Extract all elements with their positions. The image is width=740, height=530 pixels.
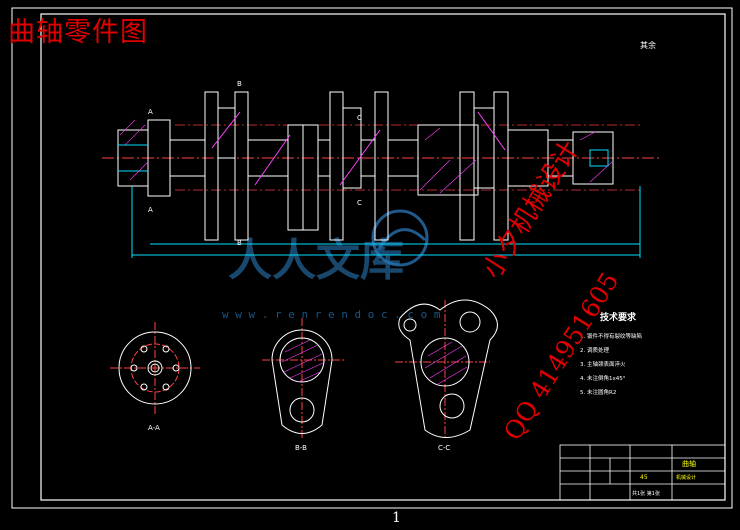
cut-marker-c: C	[357, 114, 362, 122]
watermark-url: w w w . r e n r e n d o c . c o m	[222, 308, 441, 321]
section-b-label: B-B	[295, 444, 307, 452]
title-block-material: 45	[640, 474, 648, 481]
cut-marker-a-2: A	[148, 206, 153, 214]
tech-requirements: 技术要求 1. 锻件不得有裂纹等缺陷 2. 调质处理 3. 主轴颈表面淬火 4.…	[580, 311, 642, 396]
section-c-view	[395, 299, 498, 440]
page-title: 曲轴零件图	[8, 17, 148, 48]
cut-marker-a: A	[148, 108, 153, 116]
title-block-school: 机械设计	[676, 474, 696, 481]
roughness-note: 其余	[640, 40, 656, 50]
page-number: 1	[392, 510, 401, 526]
tech-req-item: 1. 锻件不得有裂纹等缺陷	[580, 332, 642, 340]
section-c-label: C-C	[438, 444, 450, 452]
section-b-view	[262, 318, 345, 440]
title-block-part-name: 曲轴	[682, 459, 696, 468]
cut-marker-b: B	[237, 80, 242, 88]
crankshaft-front-view	[102, 91, 660, 258]
outer-frame	[11, 7, 733, 509]
section-a-view	[110, 322, 200, 414]
tech-req-heading: 技术要求	[600, 311, 637, 323]
cut-marker-c-2: C	[357, 199, 362, 207]
title-block	[559, 444, 726, 501]
tech-req-item: 2. 调质处理	[580, 346, 609, 354]
watermark-brand: 人人文库	[228, 235, 404, 286]
title-block-sheet: 共1张 第1张	[632, 490, 660, 497]
tech-req-item: 3. 主轴颈表面淬火	[580, 360, 626, 368]
inner-frame	[40, 13, 726, 501]
cut-marker-b-2: B	[237, 239, 242, 247]
tech-req-item: 5. 未注圆角R2	[580, 388, 616, 396]
tech-req-item: 4. 未注倒角1x45°	[580, 374, 626, 382]
section-cut-markers: A A B B C C	[148, 80, 362, 247]
section-a-label: A-A	[148, 424, 160, 432]
